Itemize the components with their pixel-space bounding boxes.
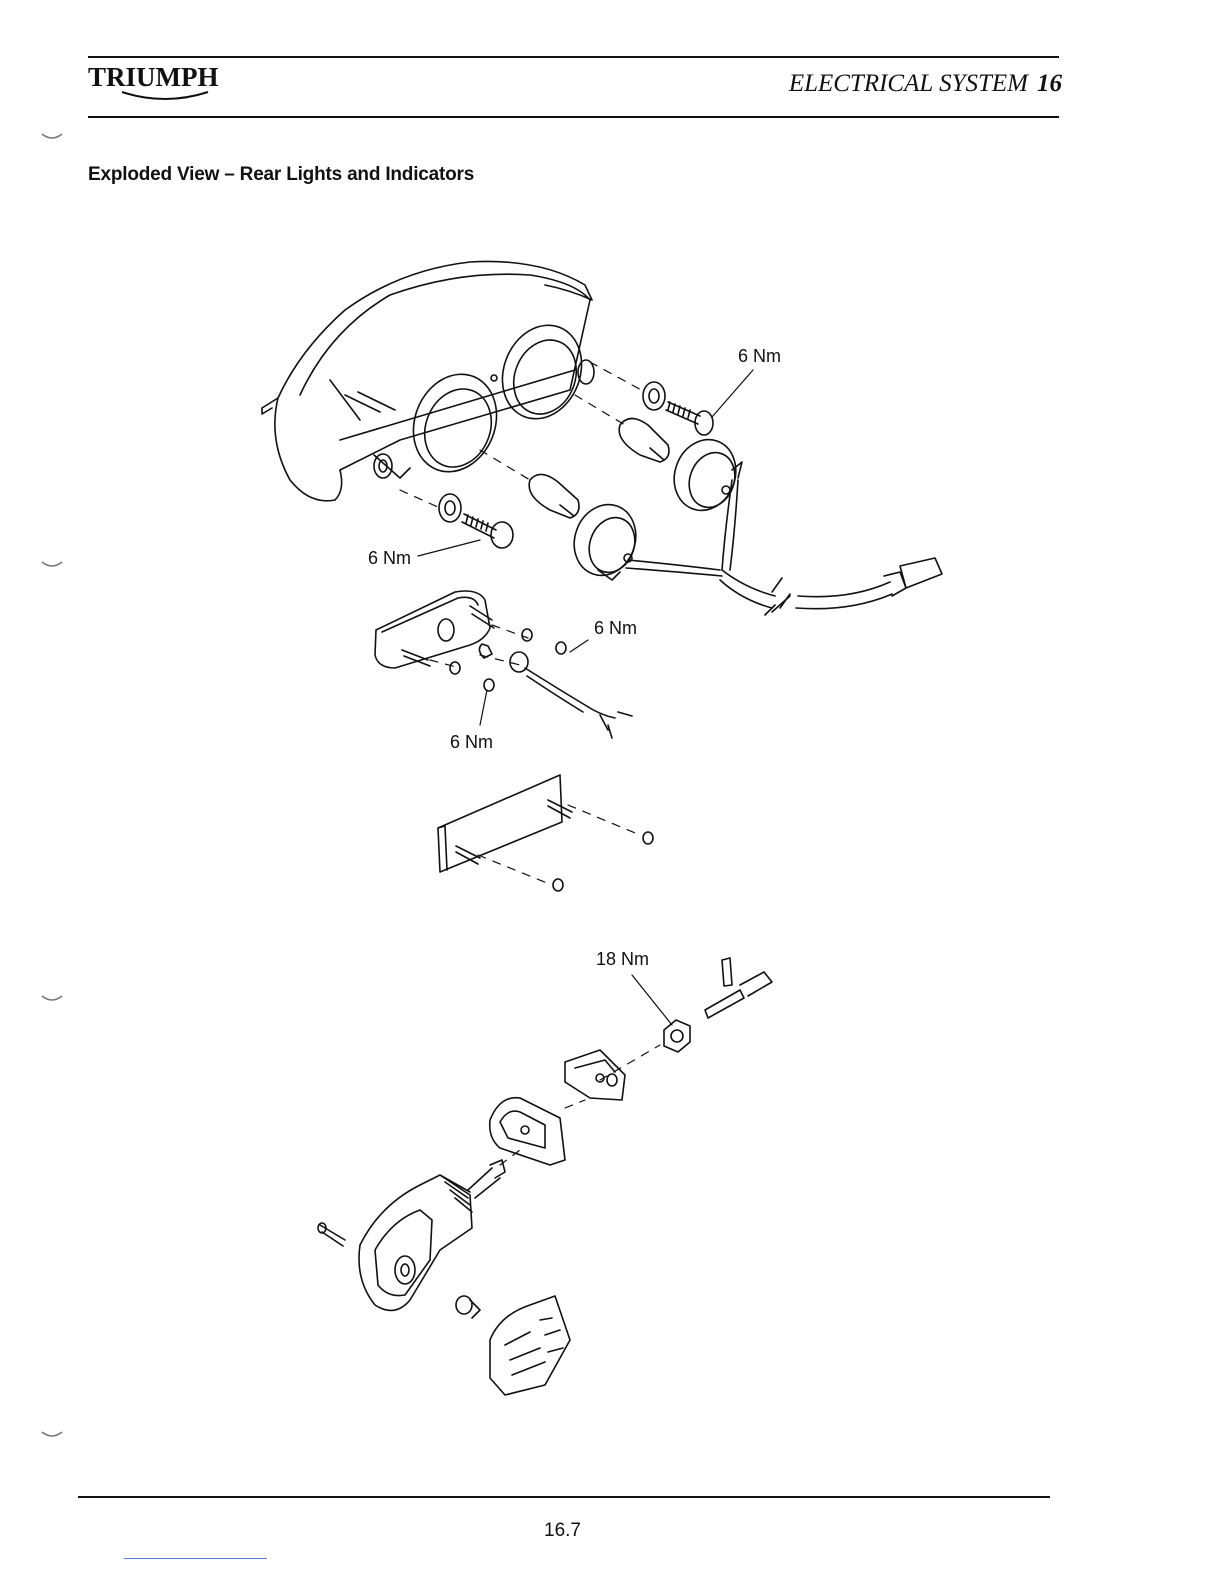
indicator-lens [490, 1296, 570, 1395]
indicator-body [359, 1160, 505, 1310]
wiring-harness [626, 480, 942, 615]
indicator-grommet [490, 1098, 565, 1165]
indicator-screw [318, 1223, 345, 1246]
footer-edge-line [124, 1558, 267, 1559]
number-plate-bracket [438, 775, 653, 891]
torque-label: 18 Nm [596, 949, 649, 970]
torque-label: 6 Nm [738, 346, 781, 367]
bulb-holder-upper [664, 431, 745, 519]
torque-label: 6 Nm [450, 732, 493, 753]
tail-bulb-upper [619, 419, 669, 463]
indicator-connectors [705, 958, 772, 1018]
bulb-holder-lower [564, 496, 645, 584]
indicator-nut [664, 1020, 690, 1052]
tail-bulb-lower [529, 474, 579, 518]
number-plate-light [375, 591, 632, 738]
footer-rule [78, 1496, 1050, 1498]
page-number: 16.7 [544, 1520, 581, 1542]
indicator-spacer [565, 1050, 625, 1100]
indicator-bulb [456, 1296, 480, 1318]
lower-screw [439, 494, 513, 548]
rear-light-housing [262, 261, 595, 500]
torque-label: 6 Nm [594, 618, 637, 639]
upper-screw [643, 382, 713, 435]
torque-label: 6 Nm [368, 548, 411, 569]
